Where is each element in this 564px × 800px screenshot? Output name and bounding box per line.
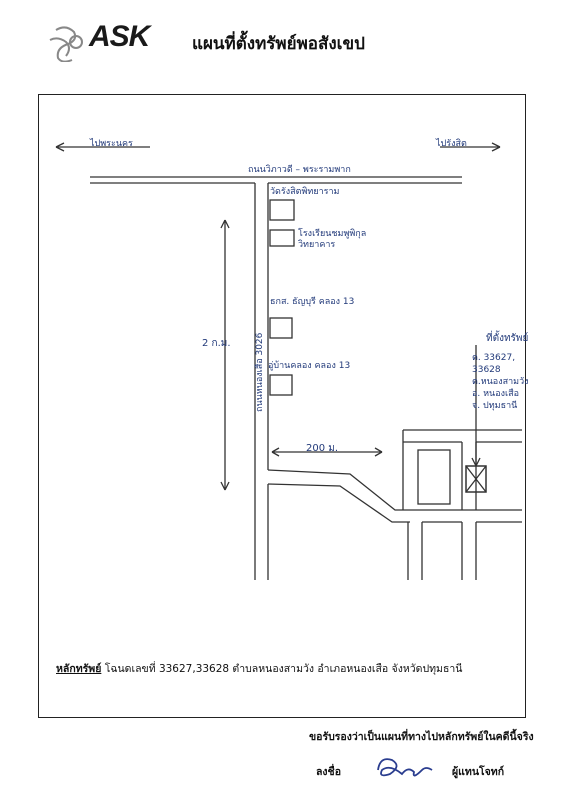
side-road-top bbox=[267, 469, 522, 511]
building-box bbox=[417, 449, 451, 505]
page-title: แผนที่ตั้งทรัพย์พอสังเขป bbox=[192, 34, 365, 54]
distance-vertical-label: 2 ก.ม. bbox=[202, 338, 231, 349]
arrow-right-label: ไปรังสิต bbox=[436, 139, 467, 149]
ask-logo-icon bbox=[49, 26, 83, 62]
property-line-3: ต.หนองสามวัง bbox=[472, 377, 529, 387]
distance-vertical-head-bottom bbox=[220, 481, 230, 491]
property-line-2: 33628 bbox=[472, 365, 501, 375]
arrow-left-head bbox=[55, 142, 65, 152]
main-road-label: ถนนวิภาวดี – พระรามพาก bbox=[248, 165, 351, 175]
logo-text: ASK bbox=[89, 20, 150, 53]
sign-label: ลงชื่อ bbox=[316, 766, 341, 778]
distance-horizontal-head-right bbox=[374, 447, 383, 457]
address-text: โฉนดเลขที่ 33627,33628 ตำบลหนองสามวัง อำ… bbox=[104, 663, 463, 675]
distance-vertical-head-top bbox=[220, 219, 230, 229]
property-title: ที่ตั้งทรัพย์ bbox=[486, 333, 529, 344]
distance-horizontal-label: 200 ม. bbox=[306, 443, 339, 454]
temple-box bbox=[269, 199, 295, 221]
arrow-right-head bbox=[491, 142, 501, 152]
village-box bbox=[269, 374, 293, 396]
school-label-2: วิทยาคาร bbox=[298, 240, 336, 250]
distance-horizontal-head-left bbox=[271, 447, 280, 457]
property-line-5: จ. ปทุมธานี bbox=[472, 401, 518, 411]
certification-text: ขอรับรองว่าเป็นแผนที่ทางไปหลักทรัพย์ในคด… bbox=[309, 731, 534, 743]
property-line-4: อ. หนองเสือ bbox=[472, 389, 519, 399]
map-frame bbox=[38, 94, 526, 718]
address-line: หลักทรัพย์ โฉนดเลขที่ 33627,33628 ตำบลหน… bbox=[56, 660, 462, 677]
bank-box bbox=[269, 317, 293, 339]
bank-label: ธกส. ธัญบุรี คลอง 13 bbox=[270, 297, 355, 307]
address-label: หลักทรัพย์ bbox=[56, 663, 102, 675]
temple-label: วัดรังสิตพิทยาราม bbox=[270, 187, 340, 197]
school-label-1: โรงเรียนชมพูพิกุล bbox=[298, 229, 367, 239]
side-road-bottom bbox=[267, 483, 410, 523]
village-label: อู่บ้านคลอง คลอง 13 bbox=[268, 361, 351, 371]
property-cross-2 bbox=[465, 465, 487, 493]
signature-icon bbox=[377, 758, 433, 777]
sign-role: ผู้แทนโจทก์ bbox=[452, 766, 505, 778]
arrow-left-label: ไปพระนคร bbox=[90, 139, 133, 149]
vertical-road-label: ถนนหนองเสือ 3026 bbox=[255, 332, 265, 412]
property-pointer-head bbox=[471, 457, 481, 467]
school-box bbox=[269, 229, 295, 247]
property-line-1: ต. 33627, bbox=[472, 353, 516, 363]
